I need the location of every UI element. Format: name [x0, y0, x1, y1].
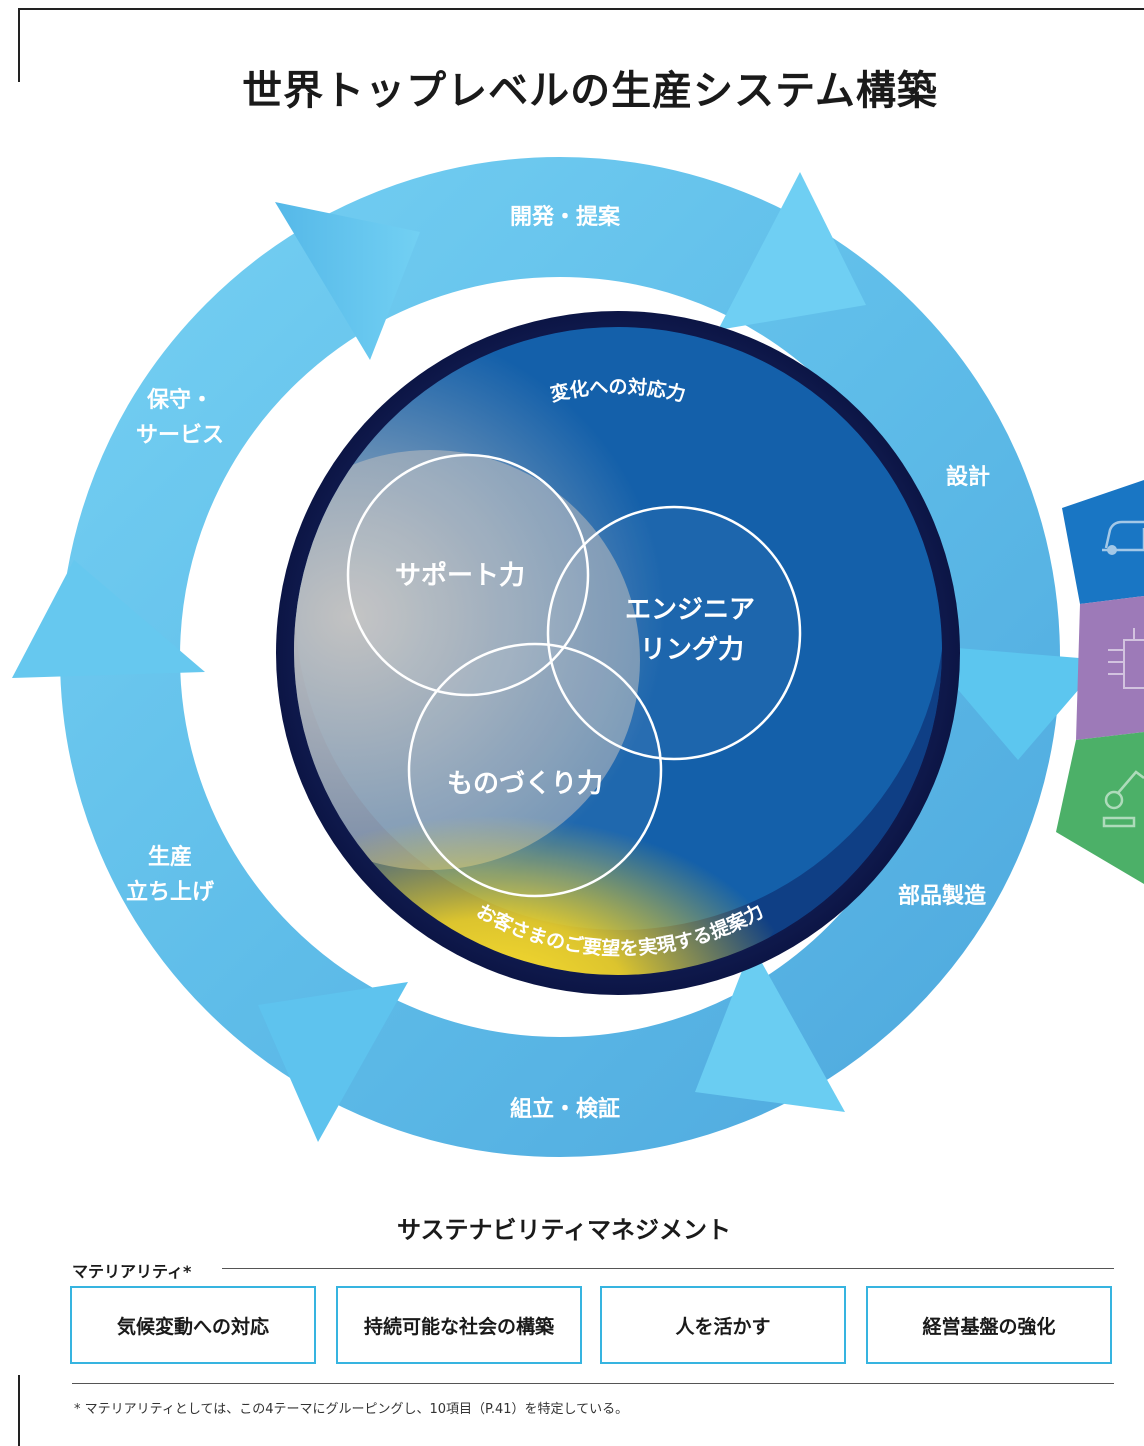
venn-label-support: サポート力: [395, 560, 525, 591]
materiality-item-sustainable-society: 持続可能な社会の構築: [336, 1286, 582, 1364]
cycle-label-development: 開発・提案: [510, 204, 621, 230]
venn-circle-monozukuri: [407, 642, 663, 898]
arrow-bottom-right: [695, 945, 845, 1112]
footnote: * マテリアリティとしては、この4テーマにグルーピングし、10項目（P.41）を…: [74, 1402, 629, 1417]
venn-label-engineering-1: エンジニア: [625, 595, 755, 625]
arrow-top-left: [275, 202, 420, 360]
venn-circle-engineering: [546, 505, 802, 761]
arrow-top-right: [718, 172, 866, 330]
production-cycle-diagram: サポート力 エンジニア リング力 ものづくり力 変化への対応力 お客さまのご要望…: [12, 157, 1144, 1157]
frame-left-line-top: [18, 8, 20, 82]
venn-circle-support: [346, 453, 590, 697]
materiality-header: マテリアリティ*: [72, 1258, 1114, 1282]
side-panel-electronics: [1076, 596, 1144, 740]
materiality-label: マテリアリティ*: [72, 1258, 196, 1282]
materiality-item-governance: 経営基盤の強化: [866, 1286, 1112, 1364]
cycle-label-startup-1: 生産: [148, 844, 192, 870]
materiality-divider: [222, 1268, 1114, 1269]
footnote-divider: [72, 1383, 1114, 1384]
cycle-label-maintenance-1: 保守・: [146, 387, 213, 413]
side-panel-industrial: [1056, 732, 1144, 884]
frame-top-line: [18, 8, 1144, 10]
robot-arm-icon: [1102, 770, 1144, 828]
cycle-label-parts-manufacturing: 部品製造: [898, 883, 986, 909]
cycle-label-assembly: 組立・検証: [510, 1096, 620, 1122]
side-panel-automotive: [1062, 480, 1144, 604]
cycle-label-startup-2: 立ち上げ: [126, 879, 215, 905]
car-icon: [1102, 520, 1144, 555]
venn-label-engineering-2: リング力: [640, 635, 744, 665]
sustainability-title: サステナビリティマネジメント: [396, 1216, 732, 1244]
venn-label-monozukuri: ものづくり力: [447, 769, 603, 799]
arrow-bottom-left: [258, 982, 408, 1142]
frame-left-line-bottom: [18, 1375, 20, 1446]
arrow-right: [920, 645, 1104, 760]
materiality-item-people: 人を活かす: [600, 1286, 846, 1364]
cycle-label-design: 設計: [946, 464, 990, 490]
materiality-item-climate: 気候変動への対応: [70, 1286, 316, 1364]
arrow-left: [12, 560, 205, 678]
page-title: 世界トップレベルの生産システム構築: [242, 68, 938, 114]
chip-icon: [1108, 628, 1144, 689]
cycle-label-maintenance-2: サービス: [136, 423, 224, 448]
